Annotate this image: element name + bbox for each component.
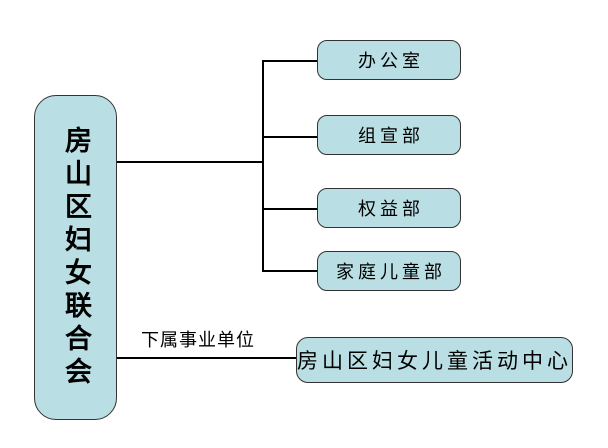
branch-line-rights	[262, 208, 318, 210]
branch-line-office	[262, 60, 318, 62]
subordinate-node-label: 房山区妇女儿童活动中心	[297, 349, 572, 373]
dept-node-label: 组宣部	[358, 126, 424, 147]
root-node: 房山区妇女联合会	[34, 95, 117, 420]
dept-node-organization: 组宣部	[317, 115, 461, 155]
branch-line-organization	[262, 136, 318, 138]
root-node-label: 房山区妇女联合会	[60, 125, 91, 390]
trunk-line	[262, 60, 264, 271]
root-to-trunk-connector-line	[117, 161, 263, 163]
branch-line-family	[262, 270, 318, 272]
dept-node-rights: 权益部	[317, 188, 461, 228]
dept-node-label: 权益部	[358, 199, 424, 220]
dept-node-label: 办公室	[358, 51, 424, 72]
subordinate-node: 房山区妇女儿童活动中心	[296, 337, 573, 383]
subordinate-connector-label: 下属事业单位	[141, 329, 255, 353]
dept-node-office: 办公室	[317, 40, 461, 80]
dept-node-label: 家庭儿童部	[336, 262, 446, 283]
subordinate-connector-line	[117, 357, 297, 359]
dept-node-family-children: 家庭儿童部	[317, 251, 461, 291]
